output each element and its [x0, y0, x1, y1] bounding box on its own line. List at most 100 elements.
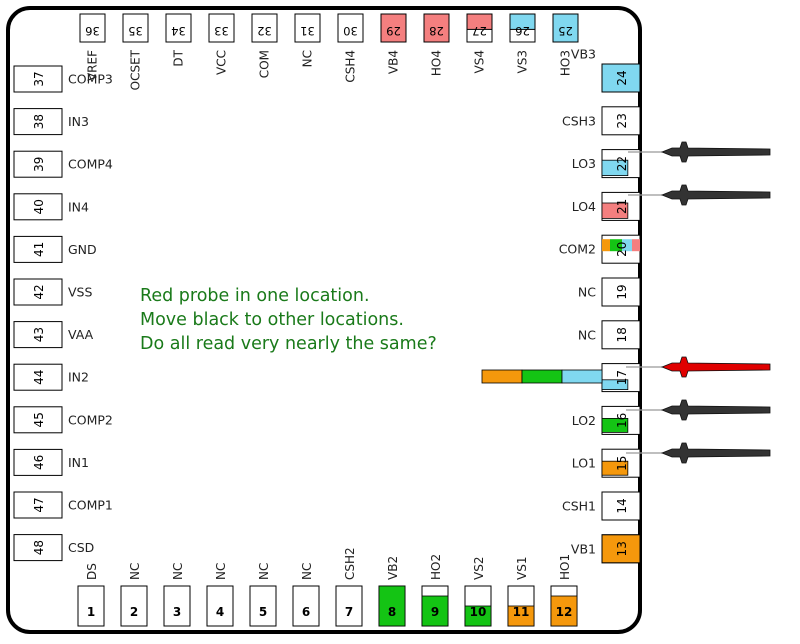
pin-label: LO1 — [572, 456, 596, 471]
pin-pad — [13, 491, 63, 519]
pin-number: 6 — [302, 605, 310, 619]
pin-number: 18 — [615, 327, 629, 342]
pin-label: NC — [301, 50, 315, 67]
pin-pad — [601, 320, 641, 350]
probe-body — [660, 399, 771, 421]
pin-number: 15 — [615, 456, 629, 471]
pin-fill — [507, 605, 535, 627]
probe-body — [660, 184, 771, 206]
pin-fill — [601, 417, 629, 433]
pin-pad — [13, 363, 63, 391]
pin-pad — [335, 585, 363, 627]
black-probe-lo1 — [626, 442, 771, 464]
pin-pad — [13, 321, 63, 349]
pin-pad — [601, 106, 641, 136]
pin-number: 37 — [32, 71, 46, 86]
left-pin: 37 COMP3 — [13, 65, 113, 93]
pin-label: COMP1 — [68, 498, 113, 513]
pin-number: 43 — [32, 327, 46, 342]
pin-label: NC — [171, 563, 185, 580]
pin-label: VS1 — [515, 557, 529, 580]
pin-fill-orange — [602, 239, 610, 252]
pin-number: 39 — [32, 157, 46, 172]
pin-label: COMP3 — [68, 72, 113, 87]
pin-label: HO1 — [558, 554, 572, 580]
bottom-pin: 2NC — [120, 563, 148, 627]
pin-fill — [466, 13, 493, 30]
pin-pad — [13, 448, 63, 476]
pin-label: HO3 — [559, 50, 573, 76]
pin-label: VS3 — [516, 50, 530, 73]
pin-label: LO3 — [572, 156, 596, 171]
probe-body — [660, 442, 771, 464]
pin-number: 31 — [300, 24, 315, 38]
pin-fill-cyan — [622, 239, 632, 252]
pin-label: VB2 — [386, 556, 400, 580]
pin-number: 29 — [386, 24, 401, 38]
pin-number: 48 — [32, 540, 46, 555]
pin-label: CSH4 — [344, 50, 358, 83]
pin-number: 34 — [171, 24, 186, 38]
pin-label: DT — [172, 49, 186, 66]
pin-label: NC — [128, 563, 142, 580]
pin-pad — [13, 406, 63, 434]
pin-fill — [601, 159, 629, 176]
pin-label: LO2 — [572, 413, 596, 428]
pin-number: 17 — [615, 370, 629, 385]
pin-label: NC — [578, 327, 596, 342]
pin-pad — [165, 13, 192, 43]
pin-pad — [206, 585, 234, 627]
note-line: Move black to other locations. — [140, 310, 404, 330]
pin-fill — [601, 63, 641, 93]
right-pin: 15 LO1 — [572, 448, 641, 478]
bottom-pin: 4NC — [206, 563, 234, 627]
pin-fill — [423, 13, 450, 43]
strip-orange — [481, 369, 523, 384]
pin-pad — [601, 491, 641, 521]
pin-number: 9 — [431, 605, 439, 619]
pin-label: HO2 — [429, 554, 443, 580]
strip-cyan — [561, 369, 603, 384]
pin-number: 12 — [556, 605, 573, 619]
pin-number: 10 — [470, 605, 487, 619]
pin-number: 36 — [85, 24, 100, 38]
pin-pad — [13, 534, 63, 562]
pin-number: 44 — [32, 370, 46, 385]
pin-label: IN1 — [68, 455, 89, 470]
pin-pad — [13, 150, 63, 178]
pin-pad — [337, 13, 364, 43]
package-outline — [6, 6, 642, 634]
pin-label: HO4 — [430, 50, 444, 76]
pin-label: VCC — [215, 50, 229, 75]
pin-label: GND — [68, 242, 97, 257]
pin-fill-green — [610, 239, 622, 252]
pin-number: 23 — [615, 113, 629, 128]
pin-label: COM — [258, 50, 272, 78]
pin-label: DS — [85, 563, 99, 580]
pin-label: IN2 — [68, 370, 89, 385]
pin-number: 42 — [32, 284, 46, 299]
pin-number: 21 — [615, 199, 629, 214]
pin-pad — [249, 585, 277, 627]
pin-label: COMP2 — [68, 412, 113, 427]
pin-fill — [552, 13, 579, 43]
pin-pad — [13, 235, 63, 263]
pin-label: VB1 — [571, 541, 596, 556]
bottom-pin: 5NC — [249, 563, 277, 627]
right-pin: 18 NC — [578, 320, 641, 350]
